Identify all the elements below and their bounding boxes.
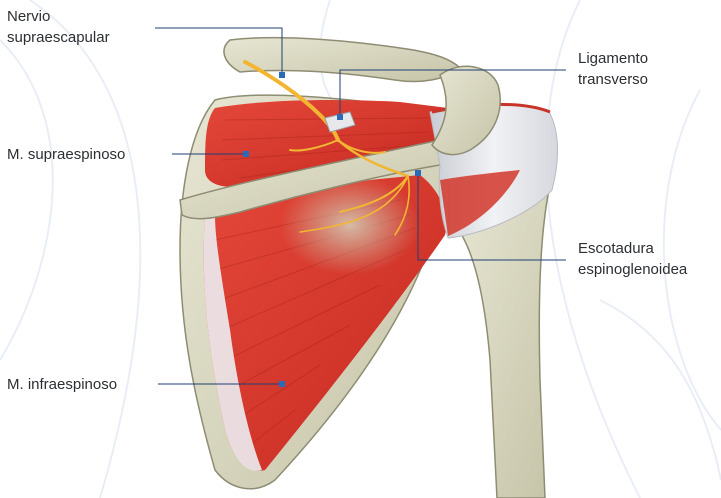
- label-text: Ligamento: [578, 48, 648, 69]
- leader-dot-infraespinoso: [279, 381, 285, 387]
- label-text: Escotadura: [578, 238, 687, 259]
- label-text: Nervio: [7, 6, 110, 27]
- leader-dot-supraespinoso: [243, 151, 249, 157]
- leader-dot-escotadura: [415, 170, 421, 176]
- label-text: M. infraespinoso: [7, 374, 117, 395]
- label-nervio-supraescapular: Nervio supraescapular: [7, 6, 110, 48]
- label-escotadura-espinoglenoidea: Escotadura espinoglenoidea: [578, 238, 687, 280]
- leader-dot-ligamento: [337, 114, 343, 120]
- humerus-bone: [455, 195, 548, 498]
- label-text: M. supraespinoso: [7, 144, 125, 165]
- leader-dot-nervio: [279, 72, 285, 78]
- label-text: transverso: [578, 69, 648, 90]
- label-ligamento-transverso: Ligamento transverso: [578, 48, 648, 90]
- label-m-supraespinoso: M. supraespinoso: [7, 144, 125, 165]
- label-text: supraescapular: [7, 27, 110, 48]
- label-text: espinoglenoidea: [578, 259, 687, 280]
- clavicle-bone: [224, 38, 460, 82]
- label-m-infraespinoso: M. infraespinoso: [7, 374, 117, 395]
